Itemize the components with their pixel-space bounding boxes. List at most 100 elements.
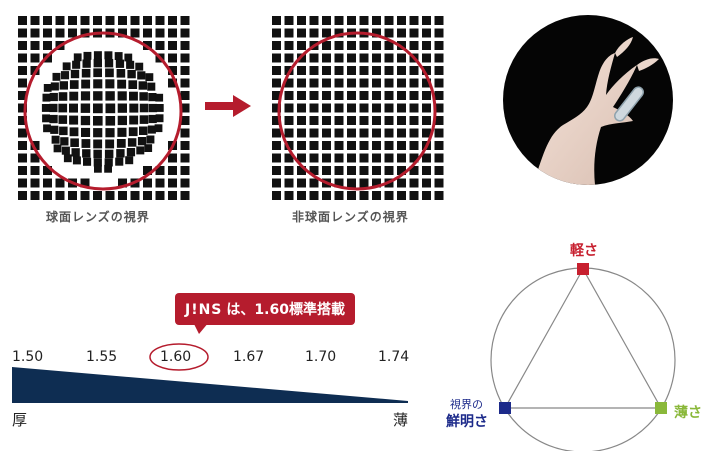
grid-square — [30, 166, 40, 175]
grid-square — [359, 166, 369, 175]
grid-square — [397, 178, 406, 188]
grid-square — [155, 16, 165, 25]
grid-square — [18, 41, 27, 50]
grid-square — [272, 16, 281, 25]
grid-square — [155, 28, 165, 38]
grid-square — [372, 16, 381, 25]
grid-square — [372, 41, 381, 50]
grid-square — [347, 41, 356, 50]
grid-square — [284, 178, 294, 188]
grid-square — [272, 116, 281, 125]
grid-square — [409, 141, 419, 150]
grid-square — [309, 116, 319, 125]
grid-square — [409, 16, 419, 25]
grid-square — [51, 135, 60, 144]
index-1-60: 1.60 — [160, 349, 192, 365]
grid-square — [322, 103, 331, 113]
grid-square — [136, 146, 145, 155]
grid-square — [284, 116, 294, 125]
grid-square — [81, 79, 91, 89]
lens-hand-photo — [503, 15, 673, 185]
grid-square — [434, 103, 444, 113]
grid-square — [125, 156, 134, 165]
grid-square — [322, 41, 331, 50]
grid-square — [49, 92, 58, 102]
grid-square — [60, 71, 70, 80]
thick-label: 厚 — [12, 411, 28, 429]
grid-square — [334, 191, 344, 200]
grid-square — [105, 68, 114, 78]
grid-square — [68, 191, 77, 200]
grid-square — [18, 91, 27, 100]
grid-square — [93, 191, 102, 200]
grid-square — [297, 141, 306, 150]
grid-square — [104, 158, 113, 167]
grid-square — [384, 78, 394, 88]
grid-square — [129, 91, 138, 101]
grid-square — [180, 153, 190, 163]
grid-square — [372, 66, 381, 75]
grid-square — [347, 53, 356, 63]
thin-label: 薄 — [393, 411, 409, 429]
grid-square — [409, 178, 419, 188]
grid-square — [104, 59, 114, 68]
grid-square — [55, 191, 65, 200]
grid-square — [434, 178, 444, 188]
grid-square — [168, 28, 177, 38]
index-1-74: 1.74 — [378, 349, 410, 365]
light-marker — [577, 263, 589, 275]
grid-square — [422, 28, 431, 38]
grid-square — [297, 103, 306, 113]
grid-square — [128, 80, 138, 89]
grid-square — [309, 153, 319, 163]
grid-square — [59, 126, 68, 136]
grid-square — [422, 191, 431, 200]
grid-square — [41, 104, 50, 112]
grid-square — [309, 128, 319, 138]
grid-square — [43, 124, 51, 133]
grid-square — [129, 115, 139, 125]
grid-square — [80, 91, 91, 101]
grid-square — [81, 127, 91, 137]
grid-square — [422, 178, 431, 188]
highlight-ellipse — [149, 343, 209, 371]
spherical-lens-grid — [18, 16, 190, 200]
grid-square — [139, 126, 148, 135]
grid-square — [422, 16, 431, 25]
grid-square — [397, 53, 406, 63]
grid-square — [154, 124, 163, 133]
grid-square — [117, 103, 127, 113]
grid-square — [180, 128, 190, 138]
grid-square — [334, 128, 344, 138]
grid-square — [55, 178, 65, 188]
grid-square — [105, 191, 115, 200]
grid-square — [284, 91, 294, 100]
grid-square — [148, 103, 158, 113]
grid-square — [180, 53, 190, 63]
grid-square — [434, 28, 444, 38]
grid-square — [334, 16, 344, 25]
grid-square — [272, 91, 281, 100]
grid-square — [118, 28, 127, 38]
grid-square — [309, 191, 319, 200]
badge-text: は、1.60標準搭載 — [226, 302, 345, 318]
grid-square — [63, 154, 72, 163]
grid-square — [284, 103, 294, 113]
grid-square — [117, 115, 127, 126]
grid-square — [70, 69, 80, 79]
grid-square — [309, 178, 319, 188]
grid-square — [30, 141, 40, 150]
grid-square — [180, 166, 190, 175]
grid-square — [130, 28, 140, 38]
grid-square — [347, 78, 356, 88]
grid-square — [409, 116, 419, 125]
grid-square — [69, 103, 78, 113]
grid-square — [272, 66, 281, 75]
grid-square — [409, 41, 419, 50]
grid-square — [43, 191, 52, 200]
grid-square — [309, 103, 319, 113]
grid-square — [284, 166, 294, 175]
grid-squares — [272, 16, 444, 200]
grid-square — [180, 116, 190, 125]
grid-square — [43, 178, 52, 188]
